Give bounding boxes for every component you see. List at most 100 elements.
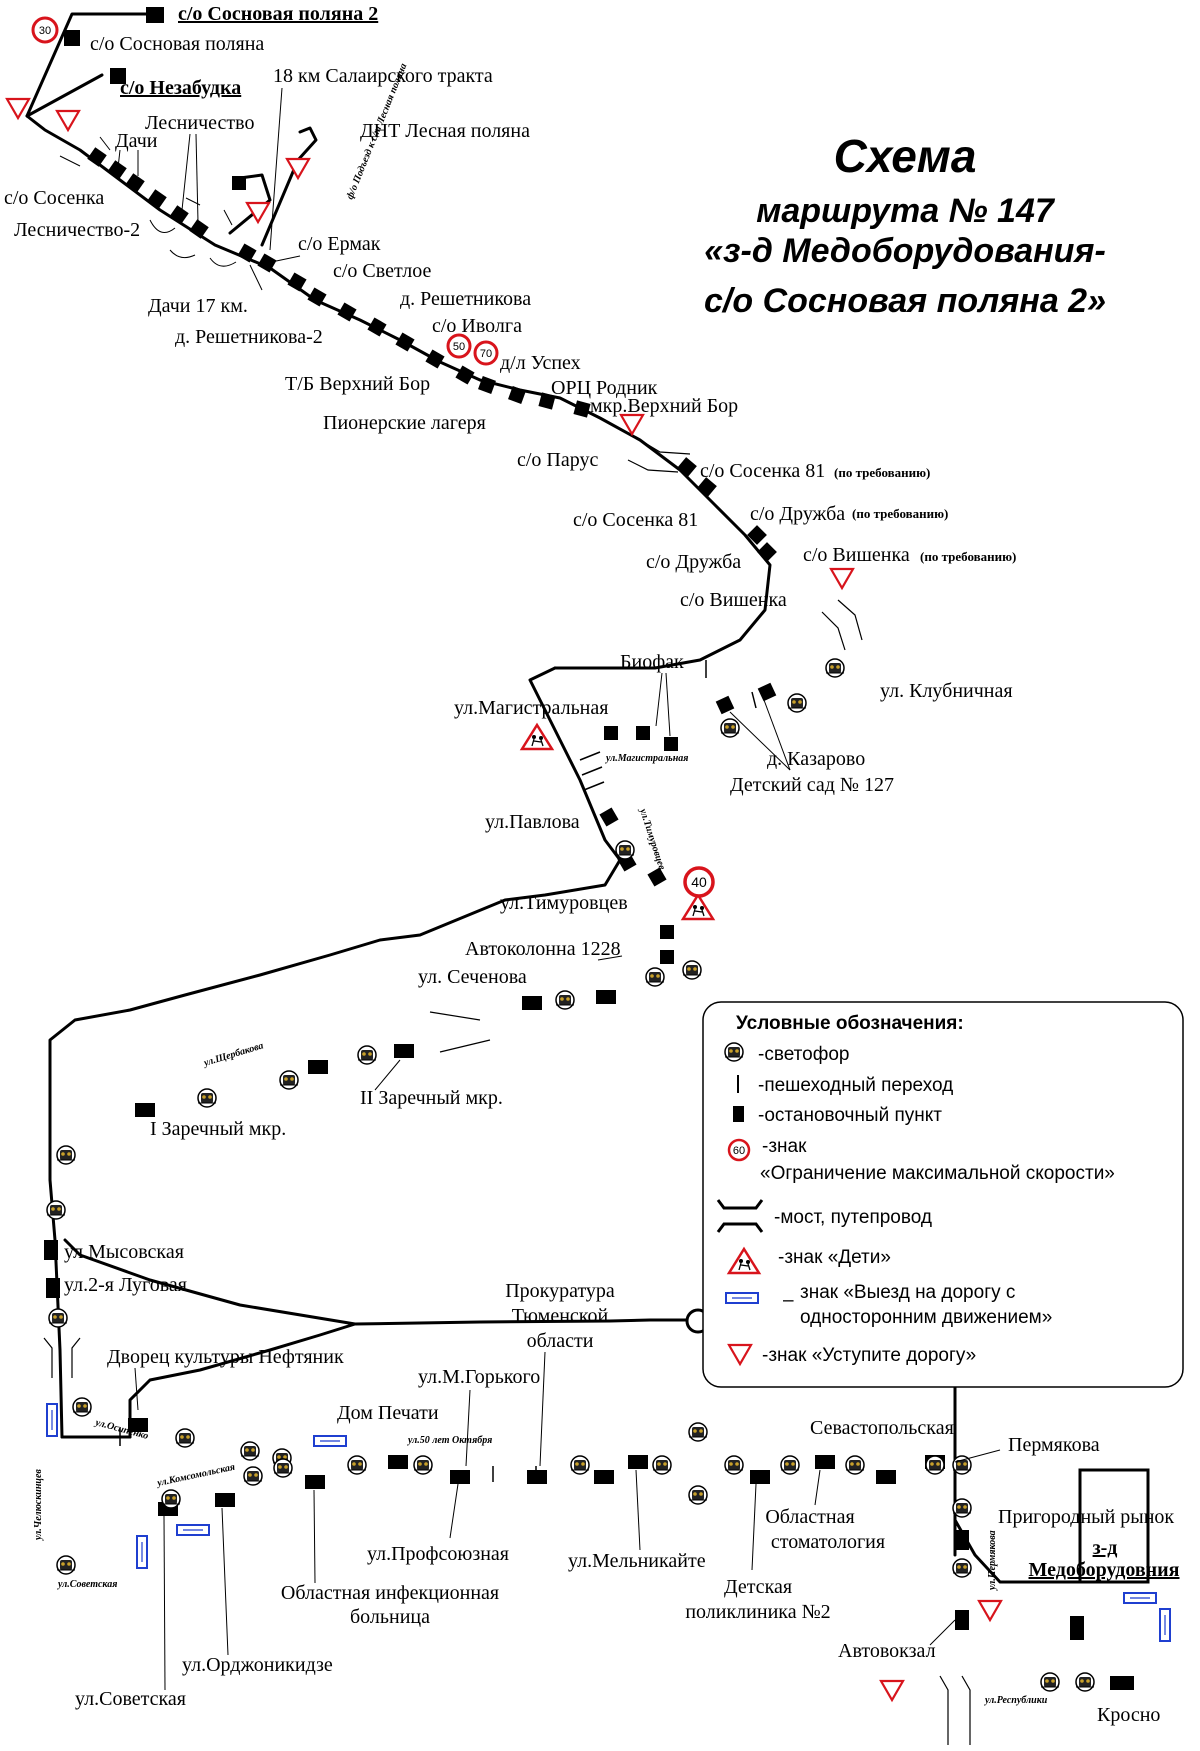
- legend-speed-1: -знак: [762, 1136, 807, 1157]
- stop-dom-pechati: Дом Печати: [337, 1402, 439, 1424]
- stop-mkr-verhniy-bor: мкр.Верхний Бор: [590, 395, 738, 417]
- street-timurovtsev: ул.Тимуровцев: [637, 807, 668, 872]
- legend-traffic-light: -светофор: [758, 1044, 849, 1065]
- stop-stomatologia-1: Областная: [765, 1506, 854, 1528]
- stop-zavod-2: Медоборудовния: [1029, 1559, 1180, 1581]
- stop-ordzhonikidze: ул.Орджоникидзе: [182, 1654, 333, 1676]
- title-line-2: маршрута № 147: [756, 192, 1056, 230]
- speed-30: 30: [39, 25, 51, 37]
- title-line-4: с/о Сосновая поляна 2»: [704, 282, 1106, 320]
- stop-sosenka-81-a: с/о Сосенка 81: [700, 460, 825, 482]
- speed-signs: 30 50 70 40: [31, 16, 715, 898]
- stop-uspeh: д/л Успех: [500, 352, 581, 374]
- street-chelyuskintsev: ул.Челюскинцев: [33, 1469, 44, 1541]
- stop-sovetskaya: ул.Советская: [75, 1688, 186, 1710]
- stop-permyakova: Пермякова: [1008, 1434, 1100, 1456]
- stop-profsoyuznaya: ул.Профсоюзная: [367, 1543, 509, 1565]
- stop-stomatologia-2: стоматология: [771, 1531, 885, 1553]
- stop-prigorodny: Пригородный рынок: [998, 1506, 1174, 1528]
- stop-pavlova: ул.Павлова: [485, 811, 580, 833]
- stop-sosenka: с/о Сосенка: [4, 187, 104, 209]
- stop-vishenka-a: с/о Вишенка: [803, 544, 910, 566]
- stop-18-km: 18 км Салаирского тракта: [273, 65, 493, 87]
- street-oktyabrya: ул.50 лет Октября: [407, 1435, 492, 1446]
- legend: Условные обозначения: -светофор -пешеход…: [702, 1001, 1184, 1388]
- stop-zavod-1: з-д: [1093, 1537, 1118, 1559]
- stop-detsad: Детский сад № 127: [730, 774, 894, 796]
- stop-sevastopolskaya: Севастопольская: [810, 1417, 954, 1439]
- legend-speed-2: «Ограничение максимальной скорости»: [760, 1163, 1115, 1184]
- speed-40: 40: [691, 874, 707, 890]
- stop-melnikaite: ул.Мельникайте: [568, 1550, 706, 1572]
- legend-heading: Условные обозначения:: [736, 1013, 964, 1034]
- diagram-title: Схема маршрута № 147 «з-д Медоборудовани…: [704, 130, 1106, 320]
- stop-prokuratura-2: Тюменской: [512, 1305, 609, 1327]
- stop-gorkogo: ул.М.Горького: [418, 1366, 540, 1388]
- stop-zarechny-1: I Заречный мкр.: [150, 1118, 286, 1140]
- stop-tb-verhniy-bor: Т/Б Верхний Бор: [285, 373, 430, 395]
- stop-infektsionnaya-1: Областная инфекционная: [281, 1582, 499, 1604]
- stop-poliklinika-1: Детская: [724, 1576, 792, 1598]
- stop-sosnovaya-polyana: с/о Сосновая поляна: [90, 33, 264, 55]
- stop-on-request-2: (по требованию): [852, 506, 948, 521]
- pedestrian-crossings: [119, 660, 757, 1482]
- title-line-1: Схема: [834, 130, 977, 182]
- speed-70: 70: [480, 348, 492, 360]
- leader-lines: [117, 87, 1001, 1691]
- stop-lesnichestvo-2: Лесничество-2: [14, 219, 140, 241]
- legend-children: -знак «Дети»: [778, 1247, 891, 1268]
- factory-building: [1078, 1468, 1150, 1584]
- stop-nezabudka: с/о Незабудка: [120, 77, 241, 99]
- stop-pionerskie: Пионерские лагеря: [323, 412, 486, 434]
- stop-krosno: Кросно: [1097, 1704, 1160, 1726]
- legend-yield: -знак «Уступите дорогу»: [762, 1345, 976, 1366]
- stop-dvorets: Дворец культуры Нефтяник: [107, 1346, 344, 1368]
- stop-magistralnaya: ул.Магистральная: [454, 697, 608, 719]
- title-line-3: «з-д Медоборудования-: [704, 232, 1106, 270]
- stop-parus: с/о Парус: [517, 449, 598, 471]
- street-magistralnaya: ул.Магистральная: [605, 753, 688, 764]
- stop-vishenka-b: с/о Вишенка: [680, 589, 787, 611]
- stop-lugovaya: ул.2-я Луговая: [64, 1274, 187, 1296]
- stop-infektsionnaya-2: больница: [350, 1606, 430, 1628]
- stop-klubnichnaya: ул. Клубничная: [880, 680, 1013, 702]
- legend-box: [702, 1001, 1184, 1388]
- stop-reshetnikova-2: д. Решетникова-2: [175, 326, 323, 348]
- legend-bridge: -мост, путепровод: [774, 1207, 932, 1228]
- stop-zarechny-2: II Заречный мкр.: [360, 1087, 503, 1109]
- street-respubliki: ул.Республики: [984, 1695, 1048, 1706]
- stop-kazarovo: д. Казарово: [767, 748, 865, 770]
- stop-sosenka-81-b: с/о Сосенка 81: [573, 509, 698, 531]
- legend-oneway-dash: –: [783, 1290, 794, 1311]
- street-permyakova: ул.Пермякова: [987, 1530, 998, 1591]
- stop-biofak: Биофак: [620, 651, 684, 673]
- stop-dnt: ДНТ Лесная поляна: [360, 120, 530, 142]
- stop-prokuratura-3: области: [527, 1330, 594, 1352]
- stop-rodnik: ОРЦ Родник: [551, 377, 658, 399]
- stop-sechenova: ул. Сеченова: [418, 966, 527, 988]
- stop-on-request-1: (по требованию): [834, 465, 930, 480]
- stop-markers: [44, 7, 1134, 1690]
- stop-avtokolonna: Автоколонна 1228: [465, 938, 621, 960]
- stop-timurovtsev: ул.Тимуровцев: [500, 892, 628, 914]
- street-komsomolskaya: ул.Комсомольская: [155, 1462, 236, 1489]
- legend-crossing: -пешеходный переход: [758, 1075, 953, 1096]
- stop-dachi-17: Дачи 17 км.: [148, 295, 248, 317]
- stop-druzhba-b: с/о Дружба: [646, 551, 741, 573]
- speed-50: 50: [453, 341, 465, 353]
- stop-avtovokzal: Автовокзал: [838, 1640, 936, 1662]
- stop-druzhba-a: с/о Дружба: [750, 503, 845, 525]
- stop-svetloe: с/о Светлое: [333, 260, 431, 282]
- stop-lesnichestvo: Лесничество: [145, 112, 254, 134]
- stop-reshetnikova: д. Решетникова: [400, 288, 531, 310]
- street-scherbakova: ул.Щербакова: [202, 1040, 265, 1069]
- legend-oneway-1: знак «Выезд на дорогу с: [800, 1282, 1015, 1303]
- stop-sosnovaya-polyana-2: с/о Сосновая поляна 2: [178, 3, 378, 25]
- street-sovetskaya: ул.Советская: [57, 1579, 117, 1590]
- stop-poliklinika-2: поликлиника №2: [685, 1601, 830, 1623]
- stop-prokuratura-1: Прокуратура: [505, 1280, 615, 1302]
- legend-oneway-2: односторонним движением»: [800, 1307, 1052, 1328]
- stop-labels: с/о Сосновая поляна 2 с/о Сосновая полян…: [4, 3, 1180, 1726]
- stop-ivolga: с/о Иволга: [432, 315, 522, 337]
